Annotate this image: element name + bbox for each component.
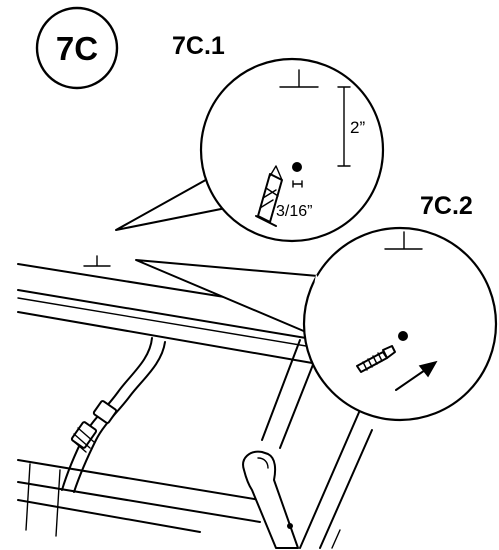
detail-1-label: 7C.1 [172, 32, 225, 60]
hose-connector [70, 400, 118, 453]
detail-2-label: 7C.2 [420, 192, 473, 220]
dimension-drill-size: 3/16” [276, 180, 312, 220]
lower-rail [17, 459, 261, 533]
reference-mark-1 [279, 69, 319, 88]
armrest-post [242, 450, 299, 549]
detail-callout-2: 7C.2 [135, 192, 498, 422]
dimension-vertical-label: 2” [350, 118, 365, 137]
step-badge-label: 7C [56, 30, 98, 67]
reference-mark-2 [384, 231, 423, 250]
drill-point-2 [398, 331, 408, 341]
lower-rail-crossbars [25, 463, 341, 549]
drill-bit-icon [255, 165, 283, 227]
step-badge: 7C [35, 6, 119, 90]
frame-illustration [17, 255, 373, 549]
dimension-2-inch: 2” [337, 86, 365, 167]
drill-point-1 [292, 162, 302, 172]
side-rail [261, 339, 373, 549]
insert-direction-arrow-icon [395, 360, 438, 391]
dimension-drill-label: 3/16” [276, 203, 312, 220]
wall-anchor-icon [356, 345, 396, 373]
detail-callout-1: 7C.1 2” 3/16” [115, 32, 385, 243]
callout-pointer-2 [135, 259, 319, 333]
hose-outline [73, 341, 166, 493]
mark-on-frame [83, 255, 111, 267]
top-rail-inner [17, 297, 319, 349]
